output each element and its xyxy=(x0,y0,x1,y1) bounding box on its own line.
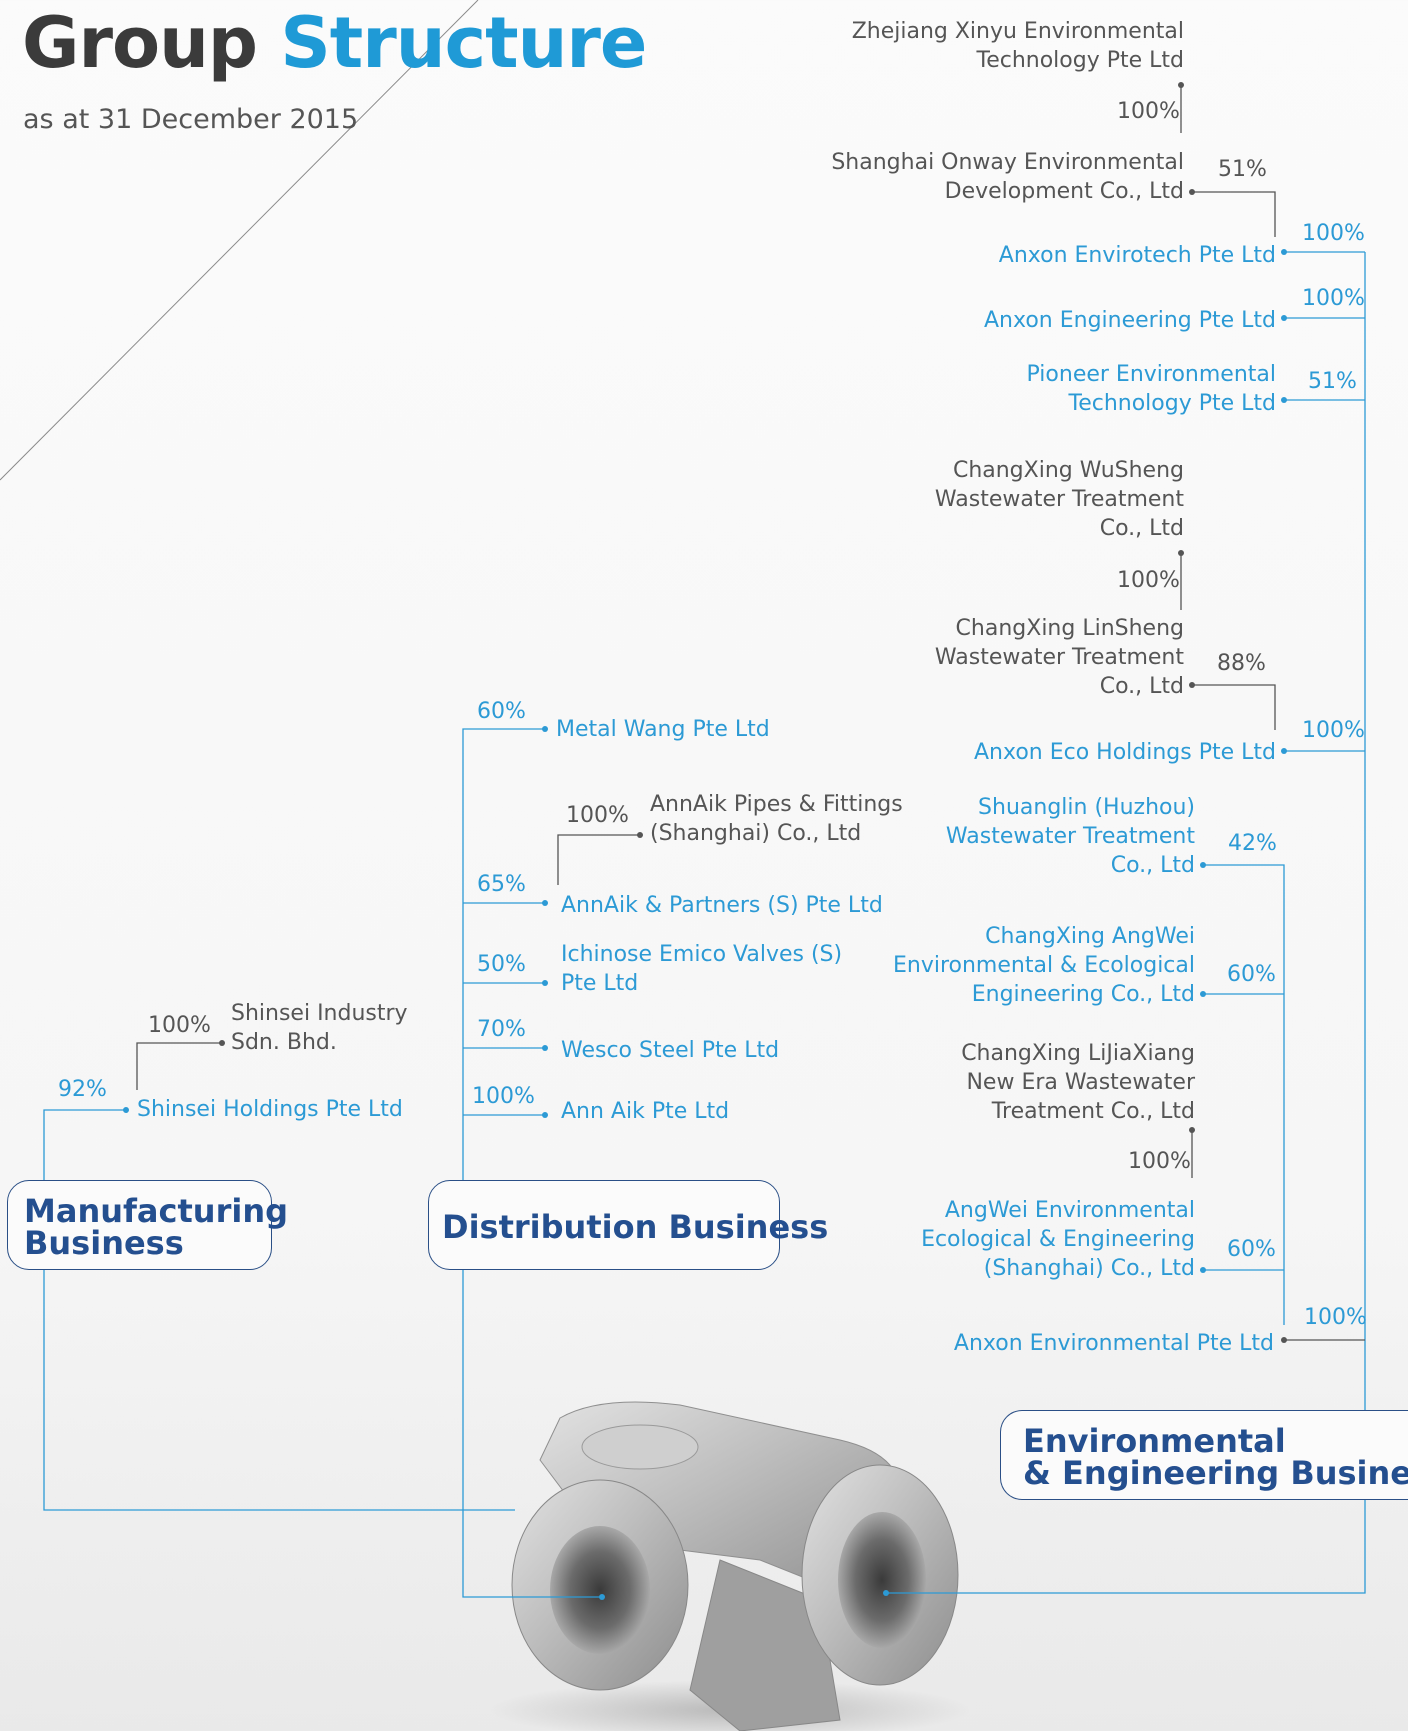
company-shinsei-industry-line-2: Sdn. Bhd. xyxy=(231,1030,337,1055)
company-changxing-wusheng: ChangXing WuSheng Wastewater Treatment C… xyxy=(935,456,1184,543)
pipe-fitting-image xyxy=(490,1401,970,1731)
company-annaik-pipes-line-1: AnnAik Pipes & Fittings xyxy=(650,792,903,817)
company-shinsei-industry-line-1: Shinsei Industry xyxy=(231,1001,408,1026)
company-pioneer-environmental: Pioneer Environmental Technology Pte Ltd xyxy=(1027,360,1276,418)
segment-distribution: Distribution Business xyxy=(428,1180,828,1270)
pct-anxon-envirotech: 100% xyxy=(1302,221,1365,246)
company-ichinose-line-1: Ichinose Emico Valves (S) xyxy=(561,942,843,967)
company-zhejiang-xinyu: Zhejiang Xinyu Environmental Technology … xyxy=(852,17,1184,75)
company-annaik-partners: AnnAik & Partners (S) Pte Ltd xyxy=(561,893,883,918)
company-annaik-pipes-line-2: (Shanghai) Co., Ltd xyxy=(650,821,862,846)
segment-manufacturing-line-1: Manufacturing xyxy=(24,1192,288,1230)
pct-annaik-partners: 65% xyxy=(477,872,526,897)
company-ann-aik: Ann Aik Pte Ltd xyxy=(561,1099,730,1124)
pct-annaik-pipes: 100% xyxy=(566,803,629,828)
company-changxing-linsheng-line-3: Co., Ltd xyxy=(1099,674,1184,699)
company-shanghai-onway: Shanghai Onway Environmental Development… xyxy=(831,148,1184,206)
title-part-1: Group xyxy=(22,2,258,84)
segment-manufacturing: Manufacturing Business xyxy=(7,1180,288,1270)
company-changxing-linsheng-line-2: Wastewater Treatment xyxy=(934,645,1184,670)
company-changxing-angwei-line-2: Environmental & Ecological xyxy=(892,953,1195,978)
company-ichinose-line-2: Pte Ltd xyxy=(561,971,639,996)
company-shuanglin-line-1: Shuanglin (Huzhou) xyxy=(978,795,1195,820)
segment-environmental-line-2: & Engineering Business xyxy=(1023,1454,1408,1492)
company-changxing-angwei-line-3: Engineering Co., Ltd xyxy=(971,982,1195,1007)
company-shuanglin-line-2: Wastewater Treatment xyxy=(945,824,1195,849)
company-angwei-shanghai-line-1: AngWei Environmental xyxy=(944,1198,1195,1223)
company-zhejiang-xinyu-line-2: Technology Pte Ltd xyxy=(976,48,1185,73)
company-shuanglin: Shuanglin (Huzhou) Wastewater Treatment … xyxy=(946,793,1195,880)
company-changxing-lijiaxiang-line-1: ChangXing LiJiaXiang xyxy=(961,1041,1195,1066)
pct-ichinose: 50% xyxy=(477,952,526,977)
page-title: Group Structure xyxy=(22,2,647,84)
company-changxing-angwei: ChangXing AngWei Environmental & Ecologi… xyxy=(893,922,1195,1009)
company-pioneer-environmental-line-1: Pioneer Environmental xyxy=(1026,362,1276,387)
company-shinsei-industry: Shinsei Industry Sdn. Bhd. xyxy=(231,999,408,1057)
pct-ann-aik: 100% xyxy=(472,1084,535,1109)
company-changxing-linsheng: ChangXing LinSheng Wastewater Treatment … xyxy=(935,614,1184,701)
pct-anxon-eco-holdings: 100% xyxy=(1302,718,1365,743)
decorative-diagonal-line xyxy=(0,0,479,481)
segment-environmental-line-1: Environmental xyxy=(1023,1422,1286,1460)
company-zhejiang-xinyu-line-1: Zhejiang Xinyu Environmental xyxy=(851,19,1184,44)
company-changxing-wusheng-line-3: Co., Ltd xyxy=(1099,516,1184,541)
company-changxing-lijiaxiang: ChangXing LiJiaXiang New Era Wastewater … xyxy=(961,1039,1195,1126)
company-anxon-envirotech: Anxon Envirotech Pte Ltd xyxy=(998,243,1276,268)
pct-shinsei-industry: 100% xyxy=(148,1013,211,1038)
company-changxing-wusheng-line-2: Wastewater Treatment xyxy=(934,487,1184,512)
company-changxing-lijiaxiang-line-3: Treatment Co., Ltd xyxy=(991,1099,1195,1124)
segment-distribution-label: Distribution Business xyxy=(442,1208,829,1246)
title-part-2: Structure xyxy=(280,2,647,84)
pct-changxing-wusheng: 100% xyxy=(1117,568,1180,593)
segment-environmental: Environmental & Engineering Business xyxy=(1000,1410,1408,1500)
pct-shuanglin: 42% xyxy=(1228,831,1277,856)
company-changxing-angwei-line-1: ChangXing AngWei xyxy=(985,924,1195,949)
pct-wesco: 70% xyxy=(477,1017,526,1042)
company-anxon-eco-holdings: Anxon Eco Holdings Pte Ltd xyxy=(973,740,1276,765)
company-wesco: Wesco Steel Pte Ltd xyxy=(561,1038,780,1063)
pct-anxon-environmental: 100% xyxy=(1304,1305,1367,1330)
pct-angwei-shanghai: 60% xyxy=(1227,1237,1276,1262)
company-angwei-shanghai-line-2: Ecological & Engineering xyxy=(921,1227,1195,1252)
company-ichinose: Ichinose Emico Valves (S) Pte Ltd xyxy=(561,940,842,998)
company-anxon-engineering: Anxon Engineering Pte Ltd xyxy=(984,308,1276,333)
pct-metal-wang: 60% xyxy=(477,699,526,724)
company-changxing-wusheng-line-1: ChangXing WuSheng xyxy=(952,458,1184,483)
company-pioneer-environmental-line-2: Technology Pte Ltd xyxy=(1068,391,1277,416)
pct-pioneer-environmental: 51% xyxy=(1308,369,1357,394)
pct-shanghai-onway: 51% xyxy=(1218,157,1267,182)
company-angwei-shanghai: AngWei Environmental Ecological & Engine… xyxy=(921,1196,1195,1283)
page-subtitle: as at 31 December 2015 xyxy=(23,104,359,135)
company-annaik-pipes: AnnAik Pipes & Fittings (Shanghai) Co., … xyxy=(650,790,903,848)
company-shinsei-holdings: Shinsei Holdings Pte Ltd xyxy=(137,1097,403,1122)
pct-changxing-lijiaxiang: 100% xyxy=(1128,1149,1191,1174)
segment-manufacturing-line-2: Business xyxy=(24,1224,184,1262)
pct-anxon-engineering: 100% xyxy=(1302,286,1365,311)
company-changxing-lijiaxiang-line-2: New Era Wastewater xyxy=(966,1070,1195,1095)
pct-shinsei-holdings: 92% xyxy=(58,1077,107,1102)
environmental-connectors xyxy=(883,82,1366,1596)
company-metal-wang: Metal Wang Pte Ltd xyxy=(556,717,770,742)
company-shuanglin-line-3: Co., Ltd xyxy=(1110,853,1195,878)
company-shanghai-onway-line-1: Shanghai Onway Environmental xyxy=(831,150,1184,175)
company-angwei-shanghai-line-3: (Shanghai) Co., Ltd xyxy=(983,1256,1195,1281)
pct-changxing-linsheng: 88% xyxy=(1217,651,1266,676)
pct-zhejiang-xinyu: 100% xyxy=(1117,99,1180,124)
company-shanghai-onway-line-2: Development Co., Ltd xyxy=(944,179,1184,204)
distribution-connectors xyxy=(462,726,643,1600)
manufacturing-connectors xyxy=(43,1040,515,1511)
company-anxon-environmental: Anxon Environmental Pte Ltd xyxy=(953,1331,1274,1356)
company-changxing-linsheng-line-1: ChangXing LinSheng xyxy=(955,616,1184,641)
pct-changxing-angwei: 60% xyxy=(1227,962,1276,987)
